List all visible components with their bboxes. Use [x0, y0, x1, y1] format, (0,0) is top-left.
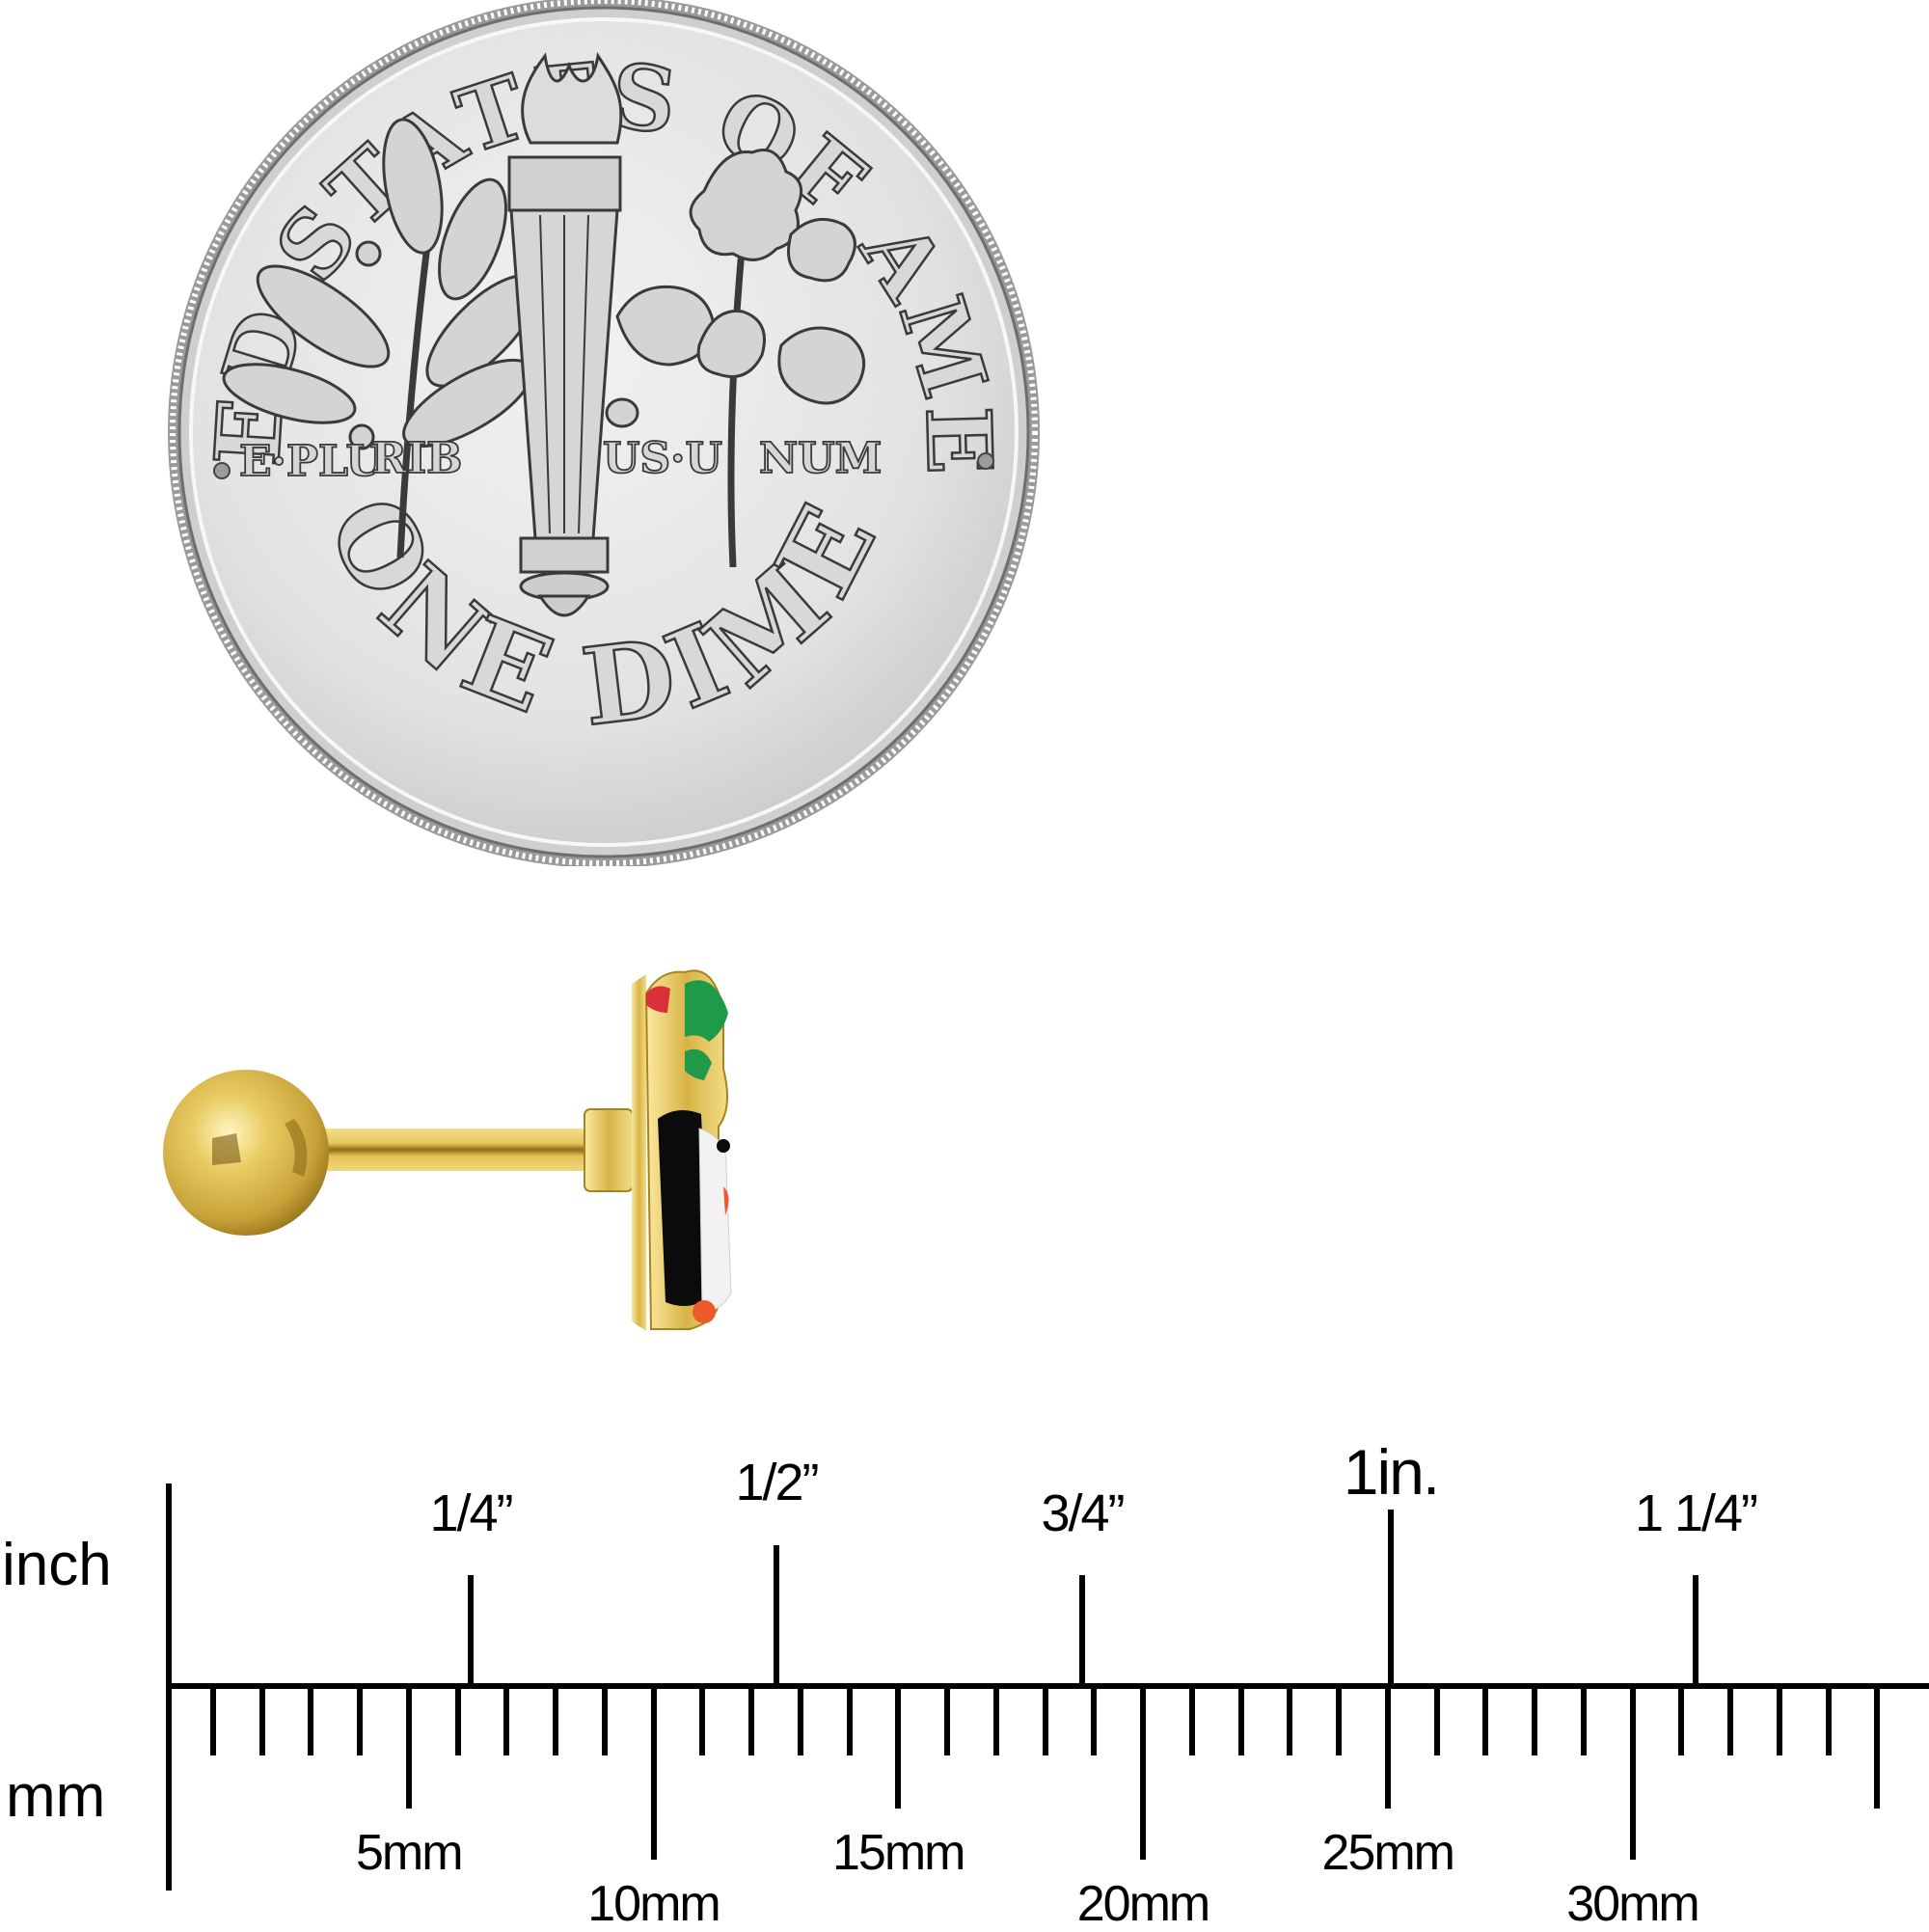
dime-coin: UNITED STATES OF AMERICA ONE DIME — [164, 0, 1044, 866]
mm-label: 20mm — [1076, 1876, 1210, 1932]
mm-tick — [699, 1686, 705, 1755]
mm-tick — [455, 1686, 461, 1755]
inch-tick — [1388, 1510, 1394, 1688]
mm-tick — [1287, 1686, 1292, 1755]
mm-tick — [357, 1686, 363, 1755]
mm-tick — [1727, 1686, 1733, 1755]
inch-tick — [468, 1575, 474, 1688]
size-ruler: inch mm 1/4” 1/2” 3/4” 1in. 1 1/4” 5mm 10mm 15… — [0, 1428, 1929, 1929]
inch-label: 1in. — [1343, 1436, 1440, 1508]
inch-tick — [1079, 1575, 1085, 1688]
mm-tick — [210, 1686, 216, 1755]
mm-tick — [503, 1686, 509, 1755]
inch-label: 1/4” — [429, 1484, 513, 1542]
inch-tick — [774, 1545, 779, 1688]
ruler-axis-label-inch: inch — [2, 1532, 112, 1598]
dime-coin-image: UNITED STATES OF AMERICA ONE DIME — [164, 0, 1040, 866]
mm-tick — [1336, 1686, 1342, 1755]
svg-text:RIB: RIB — [371, 434, 462, 483]
penguin-barbell-earring — [145, 955, 801, 1350]
mm-tick — [748, 1686, 754, 1755]
mm-tick — [1189, 1686, 1195, 1755]
mm-tick — [1434, 1686, 1440, 1755]
mm-tick — [308, 1686, 313, 1755]
mm-tick — [895, 1686, 901, 1809]
mm-label: 30mm — [1566, 1876, 1699, 1932]
mm-tick — [1091, 1686, 1097, 1755]
coin-motto: E·PLU RIB US·U NUM — [238, 433, 883, 487]
mm-tick — [798, 1686, 803, 1755]
mm-tick — [1874, 1686, 1880, 1809]
svg-text:E·PLU: E·PLU — [239, 437, 383, 486]
mm-tick — [847, 1686, 853, 1755]
penguin-barbell-image — [163, 969, 732, 1331]
mm-tick — [259, 1686, 265, 1755]
ruler-axis-label-mm: mm — [6, 1763, 106, 1830]
mm-tick — [1532, 1686, 1537, 1755]
mm-label: 25mm — [1321, 1825, 1455, 1881]
barbell-ball — [163, 1070, 329, 1236]
mm-tick — [1238, 1686, 1244, 1755]
mm-tick — [1581, 1686, 1587, 1755]
inch-label: 3/4” — [1041, 1484, 1125, 1542]
penguin-top — [632, 969, 732, 1331]
olive-branch-icon — [222, 118, 539, 558]
torch-icon — [507, 52, 623, 617]
mm-tick — [993, 1686, 999, 1755]
mm-label: 10mm — [587, 1876, 720, 1932]
inch-label: 1/2” — [735, 1454, 819, 1511]
svg-text:NUM: NUM — [759, 434, 882, 483]
mm-label: 15mm — [832, 1825, 965, 1881]
barbell-bar — [318, 1129, 588, 1171]
mm-tick — [944, 1686, 950, 1755]
mm-tick — [1826, 1686, 1832, 1755]
mm-label: 5mm — [355, 1825, 464, 1881]
mm-tick — [1777, 1686, 1782, 1755]
mm-tick — [1678, 1686, 1684, 1755]
mm-tick — [1043, 1686, 1048, 1755]
oak-branch-icon — [605, 149, 866, 568]
mm-tick — [406, 1686, 412, 1809]
mm-tick — [1140, 1686, 1146, 1860]
inch-label: 1 1/4” — [1634, 1484, 1758, 1542]
mm-tick — [1630, 1686, 1636, 1860]
svg-text:US·U: US·U — [603, 434, 722, 483]
mm-tick — [1385, 1686, 1391, 1809]
mm-tick — [602, 1686, 608, 1755]
mm-tick — [1482, 1686, 1488, 1755]
barbell-collar — [584, 1108, 634, 1192]
inch-tick — [1693, 1575, 1698, 1688]
mm-tick — [553, 1686, 558, 1755]
mm-tick — [651, 1686, 657, 1860]
